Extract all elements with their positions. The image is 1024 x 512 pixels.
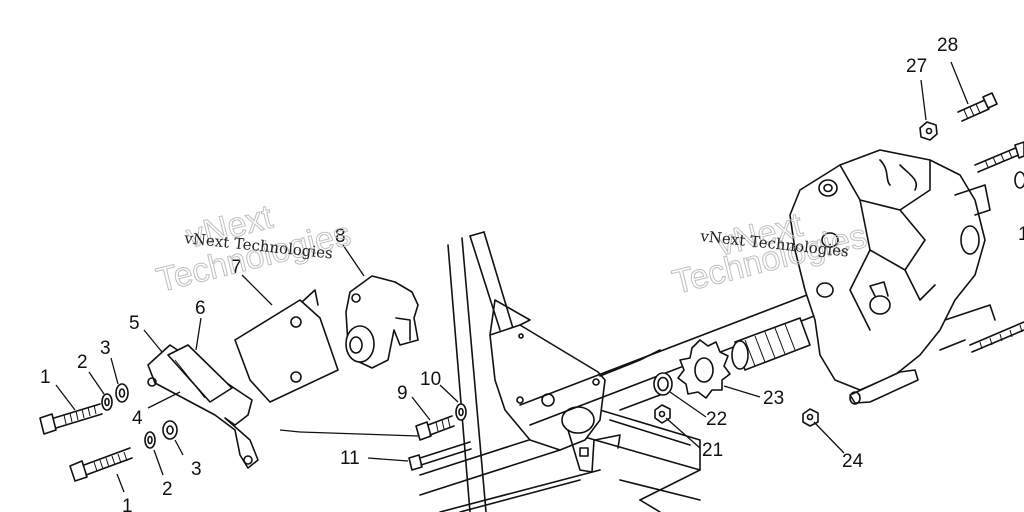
plate-part-7: [234, 289, 339, 403]
callout-2-upper: 2: [77, 352, 88, 373]
callout-4: 4: [132, 408, 143, 429]
watermark-left: vNext Technologies vNext Technologies: [152, 197, 355, 300]
callout-11: 11: [340, 448, 360, 469]
callout-3-lower: 3: [191, 459, 202, 480]
callout-2-lower: 2: [162, 479, 173, 500]
callout-22: 22: [706, 409, 727, 430]
callout-8: 8: [335, 226, 346, 247]
washer-2-upper: [101, 393, 113, 411]
caliper-part-8: [345, 275, 419, 369]
callout-3-upper: 3: [100, 338, 111, 359]
callout-labels: 1 2 3 5 6 4 7 8 3 2 1 9 10 11 21 22 23 2…: [40, 35, 1024, 512]
nut-24: [802, 408, 819, 427]
bolt-11: [408, 441, 472, 471]
bracket-part-5: [147, 344, 259, 469]
callout-1-lower: 1: [122, 496, 133, 512]
callout-1-upper: 1: [40, 367, 51, 388]
callout-6: 6: [195, 298, 206, 319]
mounting-plate: [489, 299, 621, 473]
washer-3-upper: [115, 383, 129, 403]
sprocket-23: [677, 339, 731, 399]
callout-28: 28: [937, 35, 958, 56]
washer-3-lower: [162, 420, 178, 440]
callout-9: 9: [397, 383, 408, 404]
gearbox-housing: [789, 149, 996, 405]
washer-10: [455, 403, 467, 421]
nut-27: [919, 121, 938, 141]
callout-23: 23: [763, 388, 784, 409]
callout-21: 21: [702, 440, 723, 461]
seal-22: [653, 372, 673, 396]
callout-7: 7: [231, 257, 242, 278]
callout-5: 5: [129, 313, 140, 334]
bolt-28: [957, 92, 998, 122]
callout-1-right: 1: [1018, 224, 1024, 245]
axle-shaft: [519, 289, 831, 426]
bolt-1-upper: [39, 403, 103, 435]
callout-24: 24: [842, 451, 864, 472]
callout-10: 10: [420, 369, 441, 390]
callout-27: 27: [906, 56, 927, 77]
bolt-9: [415, 415, 455, 441]
washer-2-lower: [144, 431, 156, 449]
leader-lines: [55, 61, 969, 493]
bolt-upper-right: [974, 141, 1024, 189]
stud-lower-right: [969, 321, 1024, 353]
bolt-1-lower: [69, 447, 133, 482]
